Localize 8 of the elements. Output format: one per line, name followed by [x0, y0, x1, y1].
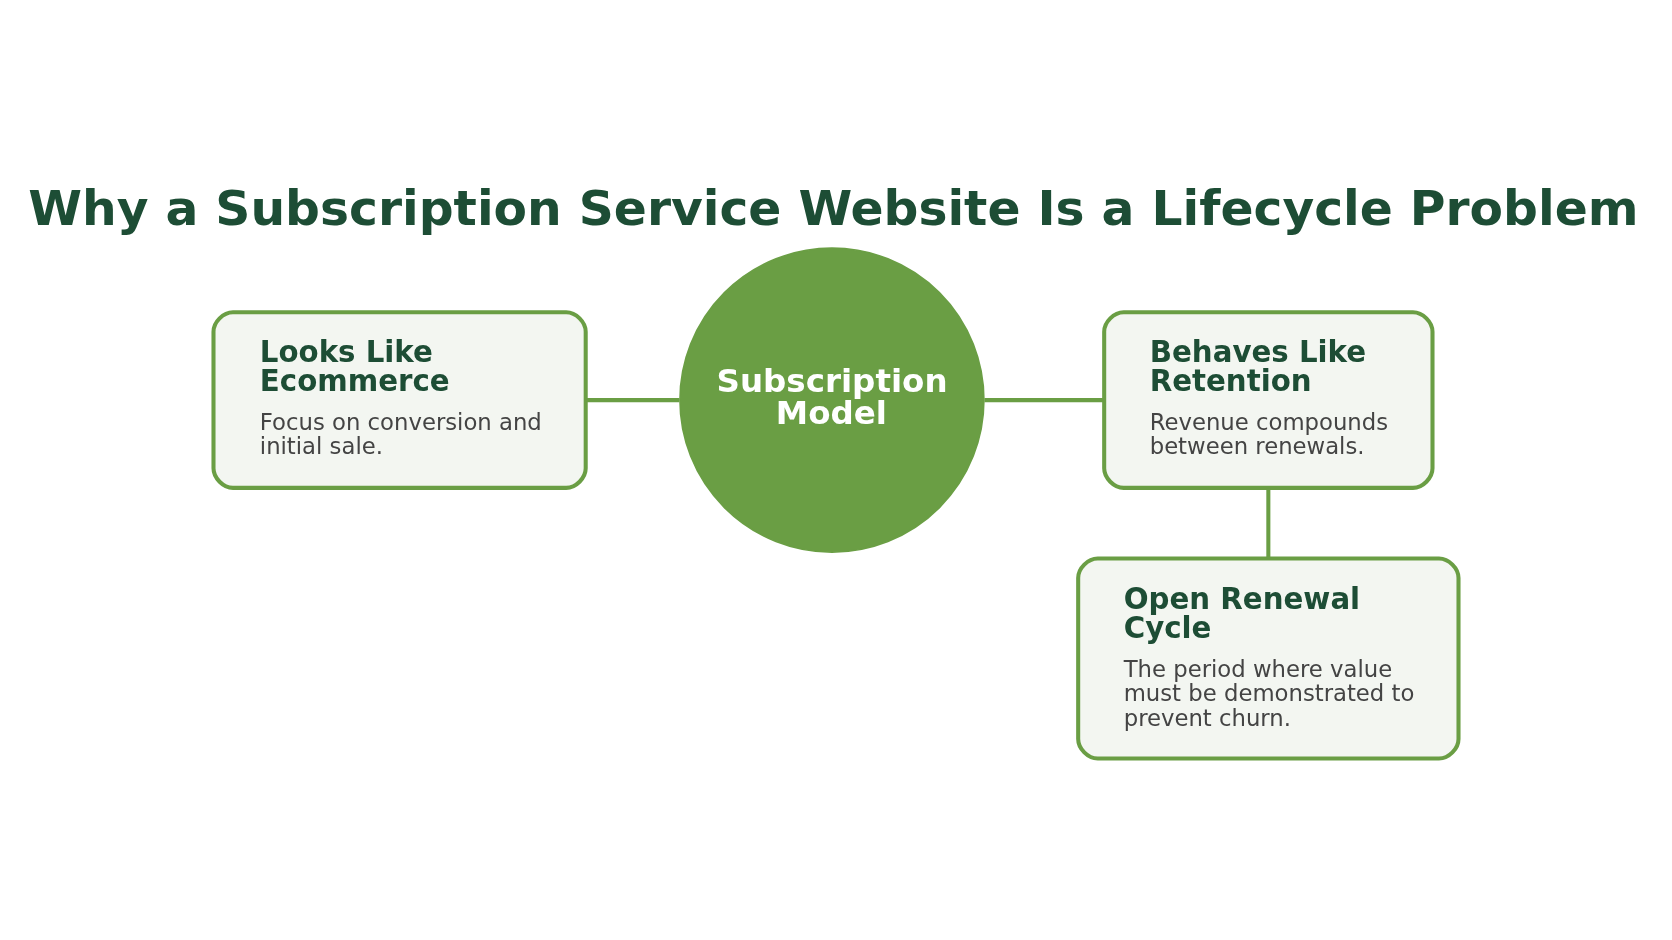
- connector: [1266, 488, 1271, 559]
- node-circle: Subscription Model: [679, 247, 985, 553]
- diagram-title: Why a Subscription Service Website Is a Lifecycle Problem: [28, 180, 1639, 237]
- node-box: Looks Like Ecommerce Focus on conversion and initial sale.: [211, 310, 588, 490]
- node-box: Behaves Like Retention Revenue compounds between renewals.: [1102, 310, 1435, 490]
- node-box: Open Renewal Cycle The period where value must be demonstrated to prevent churn.: [1076, 556, 1461, 761]
- connector: [586, 398, 680, 403]
- connector: [984, 398, 1104, 403]
